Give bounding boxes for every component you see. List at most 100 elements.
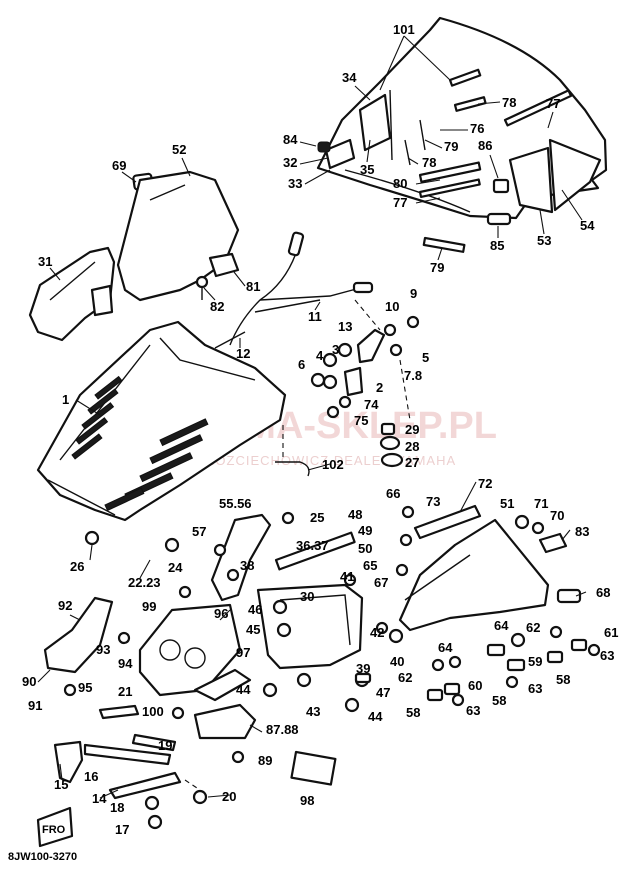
callout-92: 92 [58, 598, 72, 613]
hood-cowl [36, 320, 310, 522]
side-cover-right [398, 504, 582, 632]
callout-41: 41 [340, 569, 354, 584]
callout-58: 58 [492, 693, 506, 708]
callout-89: 89 [258, 753, 272, 768]
callout-82: 82 [210, 299, 224, 314]
callout-44: 44 [236, 682, 251, 697]
callout-101: 101 [393, 22, 415, 37]
leader-lines [37, 35, 587, 799]
callout-46: 46 [248, 602, 262, 617]
callout-59: 59 [528, 654, 542, 669]
callout-85: 85 [490, 238, 504, 253]
callout-39: 39 [356, 661, 370, 676]
hardware-bolts-lower [63, 511, 601, 764]
callout-93: 93 [96, 642, 110, 657]
callout-14: 14 [92, 791, 107, 806]
callout-76: 76 [470, 121, 484, 136]
callout-96: 96 [214, 606, 228, 621]
callout-60: 60 [468, 678, 482, 693]
callout-71: 71 [534, 496, 548, 511]
callout-99: 99 [142, 599, 156, 614]
callout-15: 15 [54, 777, 68, 792]
callout-63: 63 [528, 681, 542, 696]
callout-79: 79 [444, 139, 458, 154]
callout-43: 43 [306, 704, 320, 719]
callout-83: 83 [575, 524, 589, 539]
callout-labels: 101 34 78 77 84 76 79 86 32 35 78 33 80 … [22, 22, 618, 837]
callout-7.8: 7.8 [404, 368, 422, 383]
callout-61: 61 [604, 625, 618, 640]
callout-55.56: 55.56 [219, 496, 252, 511]
callout-68: 68 [596, 585, 610, 600]
callout-78: 78 [502, 95, 516, 110]
callout-77: 77 [546, 96, 560, 111]
callout-6: 6 [298, 357, 305, 372]
callout-64: 64 [494, 618, 509, 633]
callout-75: 75 [354, 413, 368, 428]
callout-97: 97 [236, 645, 250, 660]
callout-81: 81 [246, 279, 260, 294]
callout-17: 17 [115, 822, 129, 837]
callout-49: 49 [358, 523, 372, 538]
callout-30: 30 [300, 589, 314, 604]
callout-33: 33 [288, 176, 302, 191]
callout-32: 32 [283, 155, 297, 170]
callout-24: 24 [168, 560, 183, 575]
callout-11: 11 [308, 309, 322, 324]
callout-84: 84 [283, 132, 298, 147]
callout-69: 69 [112, 158, 126, 173]
callout-19: 19 [158, 738, 172, 753]
callout-25: 25 [310, 510, 324, 525]
callout-102: 102 [322, 457, 344, 472]
callout-4: 4 [316, 348, 324, 363]
callout-62: 62 [526, 620, 540, 635]
callout-18: 18 [110, 800, 124, 815]
callout-47: 47 [376, 685, 390, 700]
callout-51: 51 [500, 496, 514, 511]
callout-20: 20 [222, 789, 236, 804]
callout-74: 74 [364, 397, 379, 412]
wiring-harness [214, 231, 374, 349]
callout-36.37: 36.37 [296, 538, 329, 553]
callout-53: 53 [537, 233, 551, 248]
callout-22.23: 22.23 [128, 575, 161, 590]
side-panel-left [28, 170, 240, 342]
front-badge-text: FRO [42, 824, 66, 836]
callout-29: 29 [405, 422, 419, 437]
callout-63: 63 [466, 703, 480, 718]
drawing-code: 8JW100-3270 [8, 851, 77, 863]
callout-66: 66 [386, 486, 400, 501]
callout-27: 27 [405, 455, 419, 470]
callout-91: 91 [28, 698, 42, 713]
callout-9: 9 [410, 286, 417, 301]
callout-34: 34 [342, 70, 357, 85]
callout-65: 65 [363, 558, 377, 573]
callout-73: 73 [426, 494, 440, 509]
callout-1: 1 [62, 392, 69, 407]
callout-67: 67 [374, 575, 388, 590]
callout-98: 98 [300, 793, 314, 808]
callout-13: 13 [338, 319, 352, 334]
callout-44: 44 [368, 709, 383, 724]
callout-21: 21 [118, 684, 132, 699]
callout-70: 70 [550, 508, 564, 523]
callout-64: 64 [438, 640, 453, 655]
callout-87.88: 87.88 [266, 722, 299, 737]
callout-72: 72 [478, 476, 492, 491]
front-direction-badge: FRO [36, 806, 74, 848]
callout-100: 100 [142, 704, 164, 719]
windshield-assembly [316, 16, 608, 253]
callout-35: 35 [360, 162, 374, 177]
callout-2: 2 [376, 380, 383, 395]
callout-95: 95 [78, 680, 92, 695]
callout-10: 10 [385, 299, 399, 314]
callout-52: 52 [172, 142, 186, 157]
bracket-group-left [43, 596, 208, 830]
callout-42: 42 [370, 625, 384, 640]
callout-79: 79 [430, 260, 444, 275]
callout-77: 77 [393, 195, 407, 210]
callout-58: 58 [556, 672, 570, 687]
callout-5: 5 [422, 350, 429, 365]
callout-28: 28 [405, 439, 419, 454]
callout-26: 26 [70, 559, 84, 574]
